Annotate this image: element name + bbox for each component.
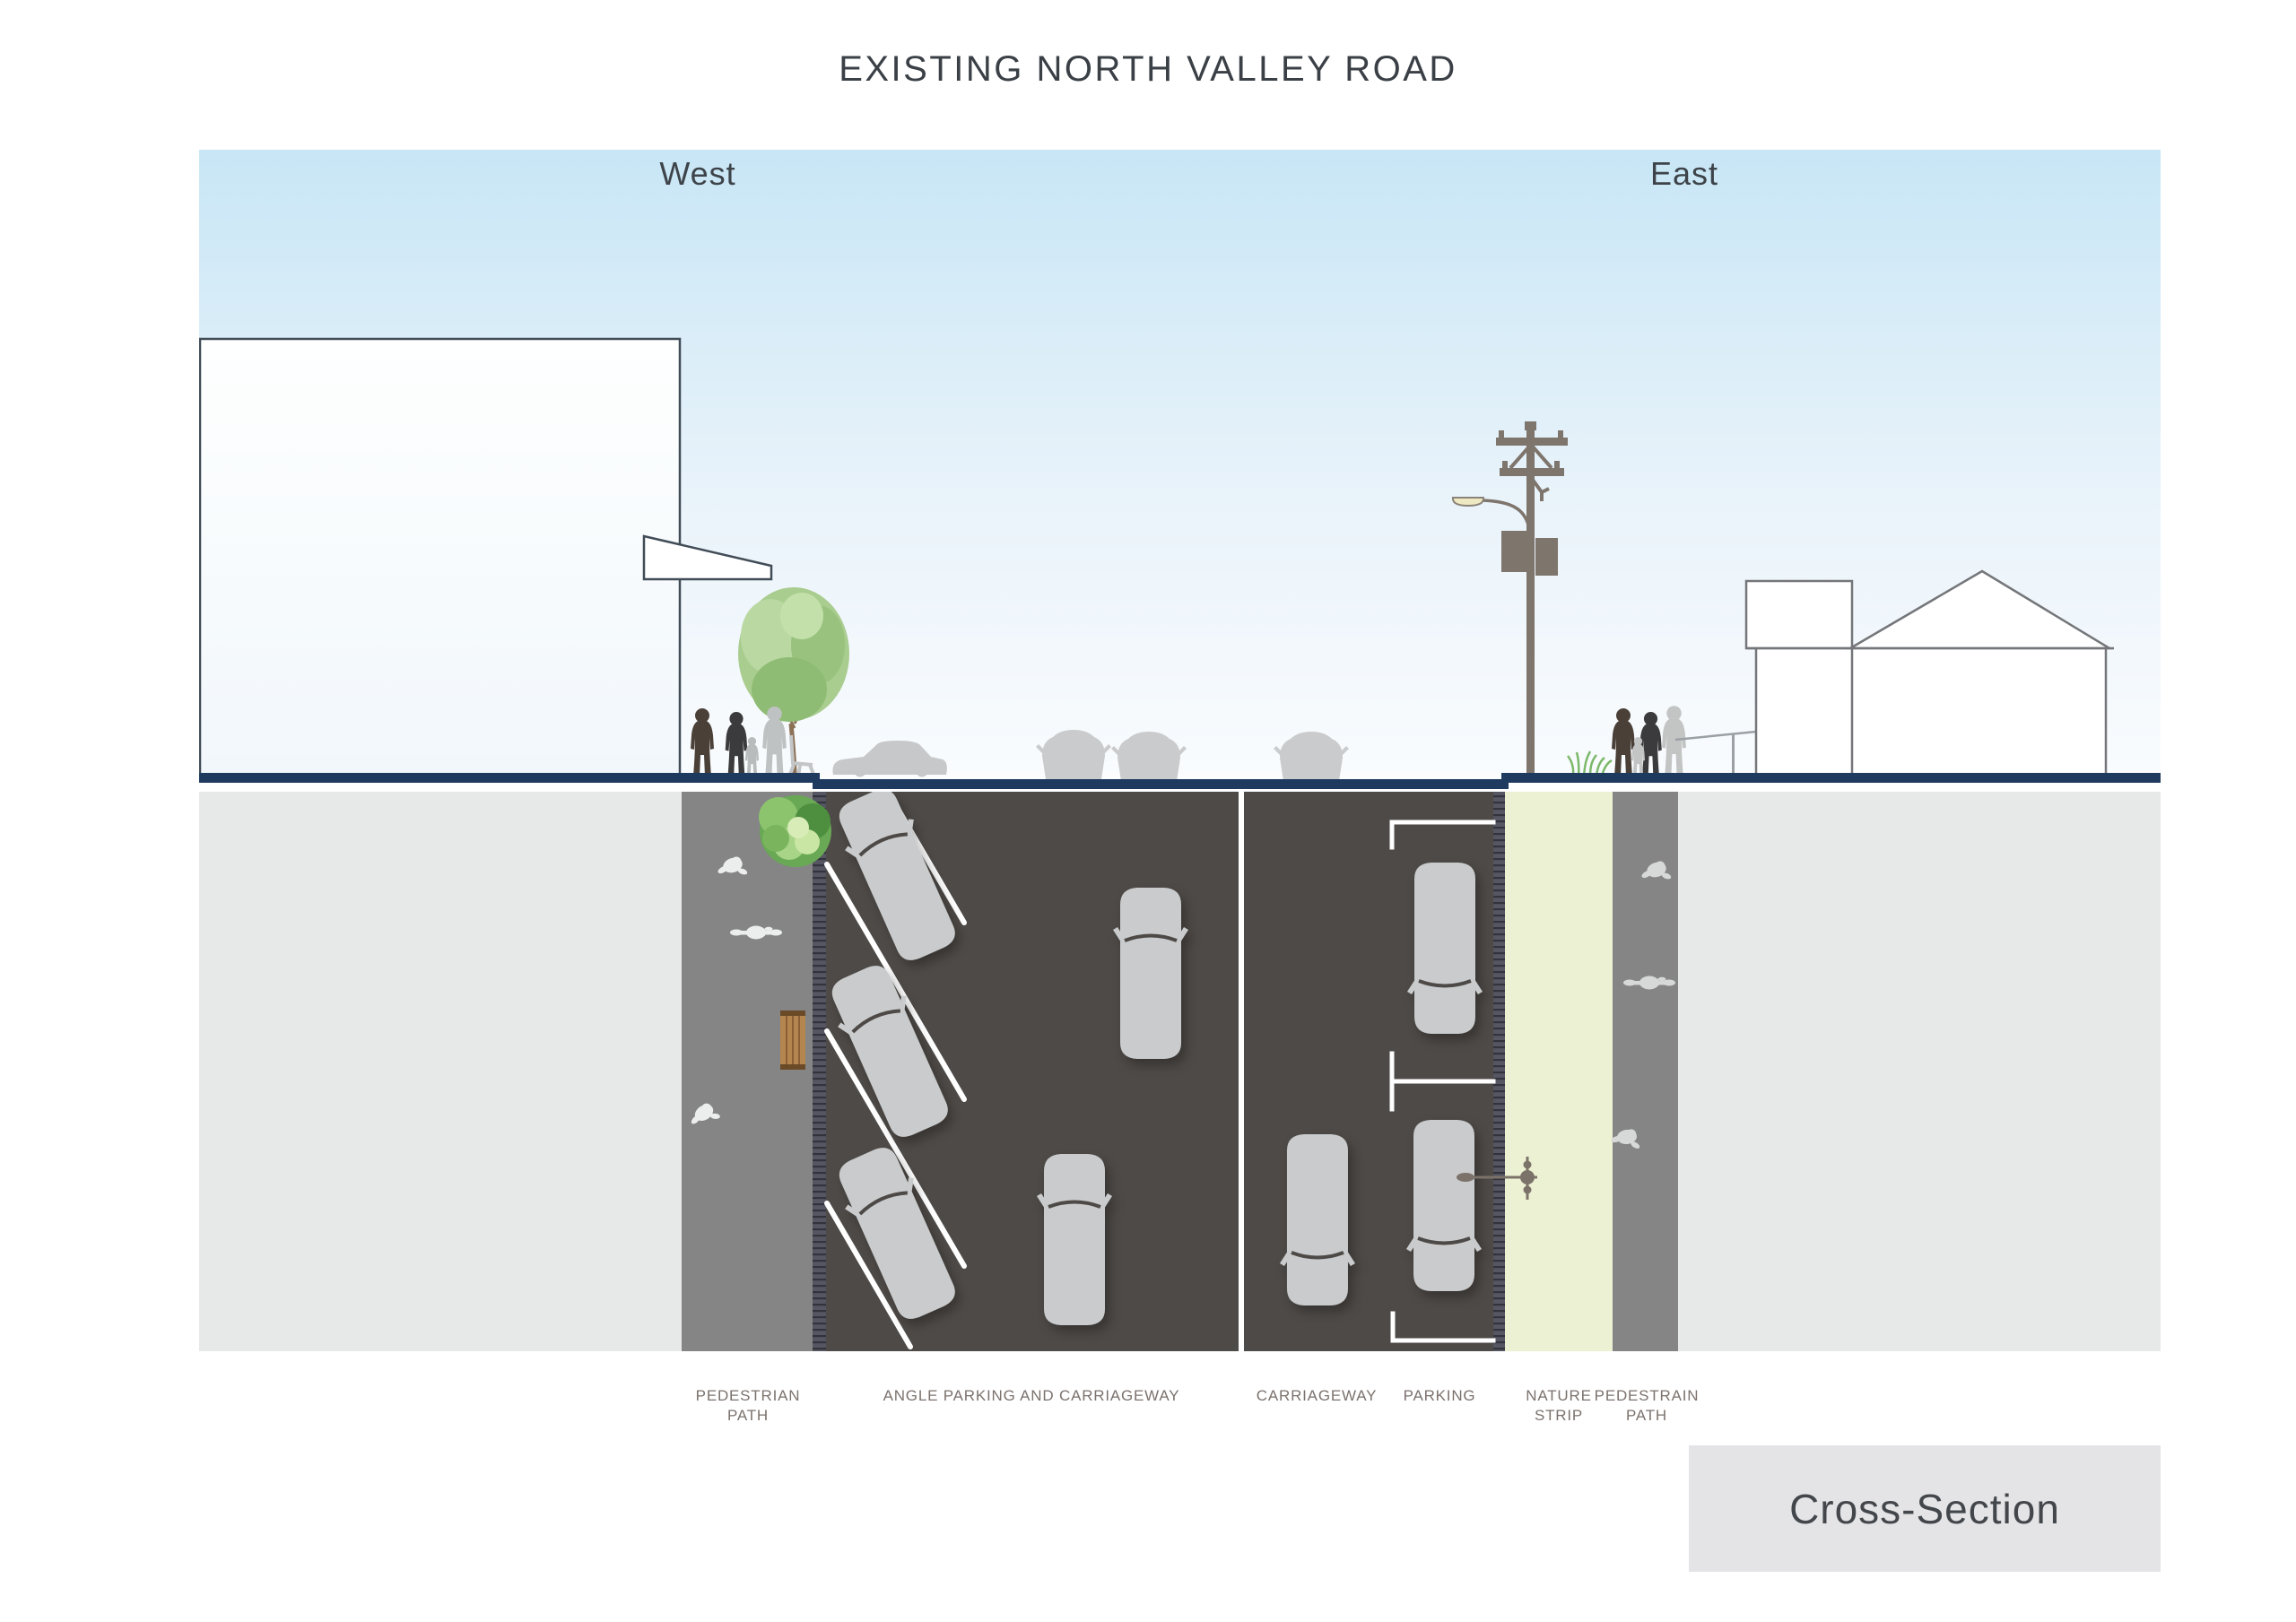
car-top-view-icon — [1111, 886, 1190, 1061]
pedestrian-path-east-strip — [1613, 792, 1678, 1351]
label-pedestrain-path-east: PEDESTRAIN PATH — [1594, 1387, 1700, 1425]
label-carriageway: CARRIAGEWAY — [1256, 1387, 1378, 1404]
label-parking: PARKING — [1403, 1387, 1476, 1404]
street-lamp-plan-icon — [1457, 1157, 1537, 1200]
caption-text: Cross-Section — [1789, 1485, 2060, 1532]
street-lamp-icon — [1451, 497, 1532, 534]
car-top-view-icon — [1405, 861, 1484, 1036]
kerb-west — [813, 792, 826, 1351]
label-pedestrian-path-west: PEDESTRIAN PATH — [695, 1387, 801, 1425]
label-nature-strip: NATURE STRIP — [1526, 1387, 1592, 1425]
plan-view — [199, 792, 2161, 1351]
kerb-east — [1493, 792, 1505, 1351]
pedestrian-path-west-strip — [682, 792, 813, 1351]
nature-strip — [1505, 792, 1613, 1351]
bush-top-view-icon — [759, 795, 831, 867]
car-top-view-icon — [1035, 1152, 1114, 1327]
parking-bay-brackets-east — [1389, 820, 1496, 1343]
lane-line — [1239, 792, 1244, 1351]
building-elevation — [199, 337, 773, 778]
caption-box: Cross-Section — [1689, 1445, 2161, 1572]
label-angle-parking-and-carriageway: ANGLE PARKING AND CARRIAGEWAY — [883, 1387, 1180, 1404]
page-title: EXISTING NORTH VALLEY ROAD — [839, 49, 1457, 89]
elevation-view — [199, 150, 2161, 789]
fence-line — [1674, 730, 1757, 776]
cross-section-scene: West East — [199, 150, 2161, 1351]
west-label: West — [659, 155, 736, 192]
car-top-view-icon — [1278, 1132, 1357, 1307]
car-top-view-icon — [1405, 1118, 1483, 1293]
east-label: East — [1649, 155, 1719, 192]
street-tree-icon — [738, 587, 849, 777]
shop-awning-icon — [642, 534, 773, 581]
bench-top-view-icon — [780, 1010, 805, 1070]
ground-line — [199, 773, 2161, 789]
house-elevation-icon — [1744, 569, 2114, 776]
power-pole-icon — [1451, 421, 1568, 778]
